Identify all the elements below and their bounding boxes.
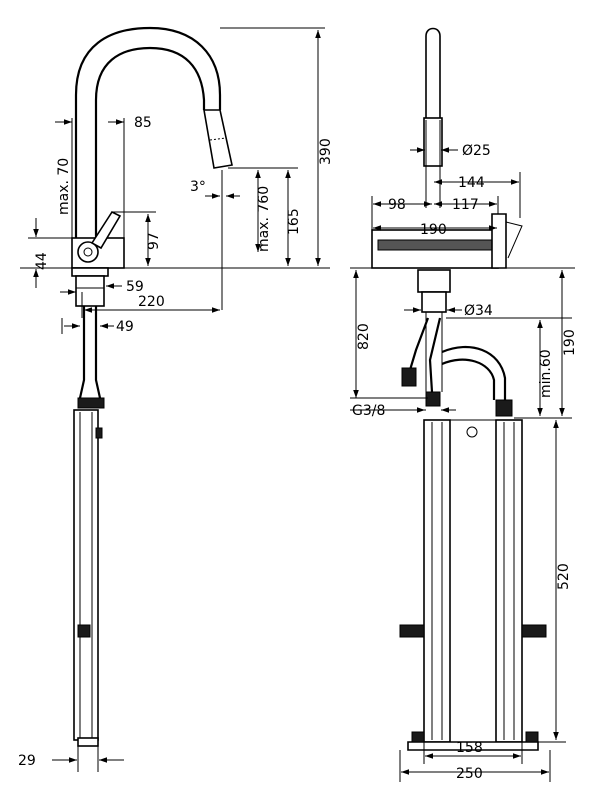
dim-49: 49 xyxy=(116,319,134,335)
hose-fitting-c xyxy=(495,399,513,417)
weight-column-right xyxy=(495,419,523,743)
mounting-nut-left xyxy=(75,275,105,307)
lever-pivot xyxy=(77,241,99,263)
dim-158: 158 xyxy=(456,740,483,756)
mounting-nut-right xyxy=(417,269,451,293)
spout-body-inner xyxy=(94,46,206,240)
dim-97: 97 xyxy=(146,232,162,250)
dim-190-top: 190 xyxy=(420,222,447,238)
bracket-right xyxy=(521,624,547,638)
weight-column-side xyxy=(73,409,99,741)
column-foot xyxy=(407,741,539,751)
hose-fitting-a xyxy=(401,367,417,387)
dim-dia25: Ø25 xyxy=(462,143,491,159)
dim-3deg: 3° xyxy=(190,179,206,195)
dim-190-side: 190 xyxy=(562,329,578,356)
dim-390: 390 xyxy=(318,138,334,165)
dim-dia34: Ø34 xyxy=(464,303,493,319)
dim-165: 165 xyxy=(286,208,302,235)
faucet-front-view: Ø25 144 98 117 190 820 Ø34 min.60 190 xyxy=(350,27,578,782)
dim-max70: max. 70 xyxy=(56,158,72,215)
lever-front xyxy=(491,213,507,269)
spray-head-front xyxy=(423,117,443,167)
dim-250: 250 xyxy=(456,766,483,782)
faucet-side-view: 85 max. 70 390 3° max. 760 165 97 44 xyxy=(18,26,334,772)
spout-body xyxy=(74,26,222,240)
dim-820: 820 xyxy=(356,323,372,350)
weight-column-left xyxy=(423,419,451,743)
faucet-base-slot xyxy=(377,239,493,251)
dim-max760: max. 760 xyxy=(256,186,272,252)
dim-85: 85 xyxy=(134,115,152,131)
dim-220: 220 xyxy=(138,294,165,310)
dim-59: 59 xyxy=(126,279,144,295)
lever-handle xyxy=(90,210,122,250)
dim-g38: G3/8 xyxy=(352,403,385,419)
hose-connector-left xyxy=(77,397,105,409)
dim-117: 117 xyxy=(452,197,479,213)
dim-min60: min.60 xyxy=(538,349,554,398)
dim-144: 144 xyxy=(458,175,485,191)
dim-520: 520 xyxy=(556,563,572,590)
dim-29: 29 xyxy=(18,753,36,769)
dim-98: 98 xyxy=(388,197,406,213)
bracket-left xyxy=(399,624,425,638)
hose-fitting-b xyxy=(425,391,441,407)
dim-44: 44 xyxy=(34,252,50,270)
